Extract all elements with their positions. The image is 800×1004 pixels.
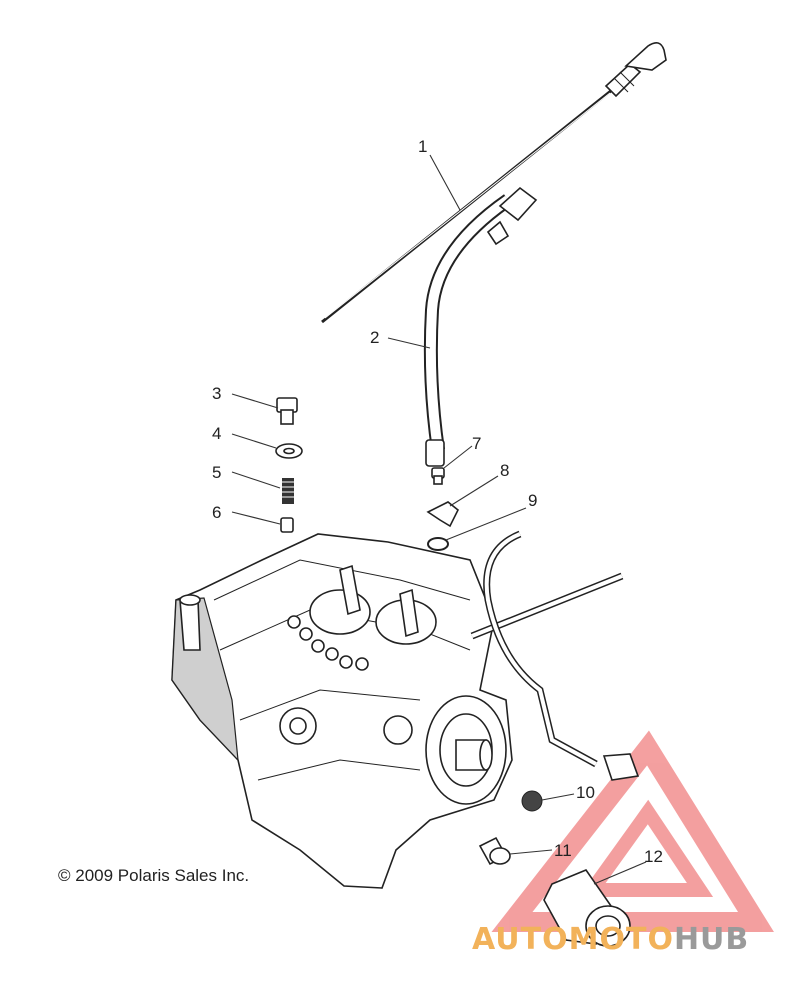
callout-labels: 1 2 3 4 5 6 7 8 9 10 11 12 (212, 137, 663, 866)
watermark-triangle (491, 730, 774, 932)
o-ring (427, 537, 449, 551)
callout-7: 7 (472, 434, 481, 453)
callout-11: 11 (554, 841, 572, 860)
fitting (478, 836, 511, 866)
callout-5: 5 (212, 463, 221, 482)
engine-block (171, 533, 513, 889)
watermark-part2: MOTO (568, 922, 674, 957)
callout-8: 8 (500, 461, 509, 480)
drain-plug (521, 790, 543, 812)
callout-2: 2 (370, 328, 379, 347)
watermark-part1: AUTO (472, 922, 569, 957)
washer (275, 443, 303, 459)
spring (282, 478, 294, 504)
dowel-pin (280, 517, 294, 533)
callout-10: 10 (576, 783, 595, 802)
oil-filter (543, 869, 631, 947)
small-bolt (431, 467, 445, 485)
watermark-text: AUTOMOTOHUB (472, 922, 749, 957)
callout-3: 3 (212, 384, 221, 403)
callout-12: 12 (644, 847, 663, 866)
bolt (276, 397, 298, 425)
oil-lines (470, 530, 640, 781)
callout-4: 4 (212, 424, 221, 443)
bracket (426, 501, 460, 528)
watermark-part3: HUB (673, 922, 750, 957)
dipstick-tube (423, 186, 538, 467)
callout-6: 6 (212, 503, 221, 522)
callout-1: 1 (418, 137, 427, 156)
dipstick (321, 42, 667, 324)
callout-9: 9 (528, 491, 537, 510)
leader-lines (231, 154, 647, 885)
copyright-notice: © 2009 Polaris Sales Inc. (58, 866, 250, 885)
